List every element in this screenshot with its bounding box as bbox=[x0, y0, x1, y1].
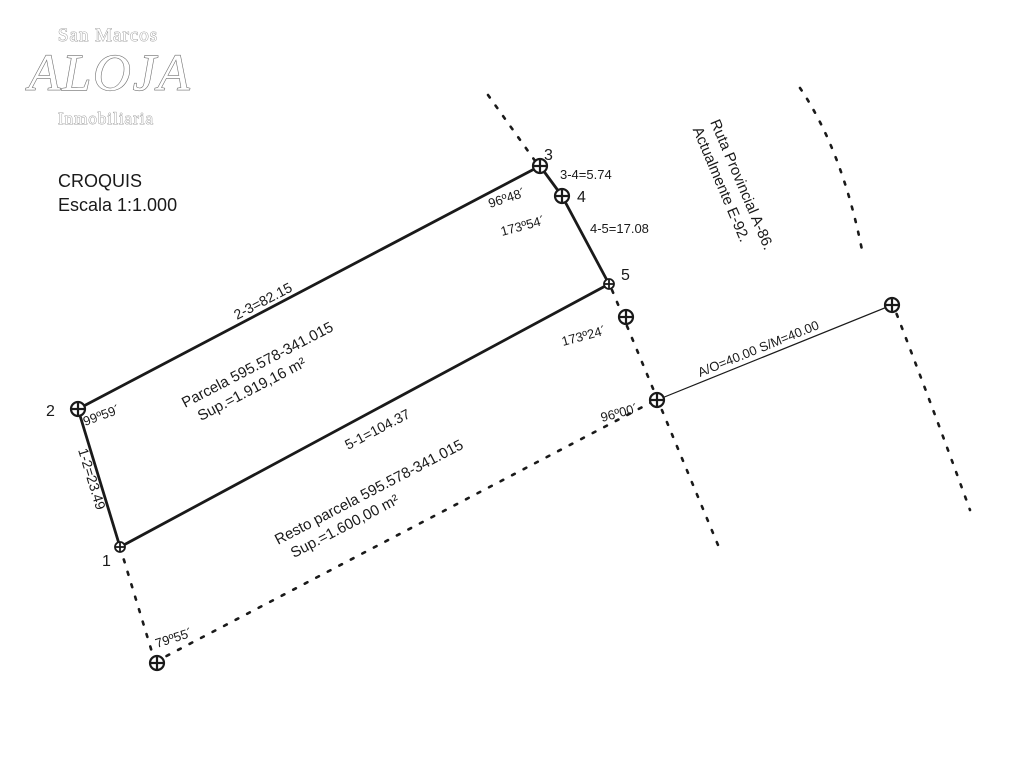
dashed-lines bbox=[118, 86, 972, 664]
logo-main-text: ALOJA bbox=[25, 45, 191, 102]
sketch-title: CROQUIS bbox=[58, 171, 142, 191]
road-name: Ruta Provincial A-86. Actualmente E-92. bbox=[689, 117, 777, 253]
survey-marker-6-icon bbox=[617, 308, 635, 326]
remainder-parcel-info: Resto parcela 595.578-341.015 Sup.=1.600… bbox=[272, 436, 466, 561]
survey-marker-1-icon bbox=[114, 541, 126, 553]
angle-vertex-5: 173º24´ bbox=[560, 323, 608, 349]
road-width-line bbox=[656, 304, 893, 401]
company-logo: San Marcos ALOJA Inmobiliaria bbox=[25, 25, 191, 129]
survey-markers bbox=[69, 157, 901, 672]
logo-top-text: San Marcos bbox=[58, 25, 158, 46]
angle-vertex-4: 173º54´ bbox=[499, 213, 547, 239]
side-length-4-5: 4-5=17.08 bbox=[590, 221, 649, 236]
survey-marker-9-icon bbox=[148, 654, 166, 672]
survey-marker-3-icon bbox=[531, 157, 549, 175]
angle-vertex-3: 96º48´ bbox=[486, 185, 527, 211]
vertex-label-4: 4 bbox=[577, 189, 586, 206]
vertex-label-1: 1 bbox=[102, 553, 111, 570]
dashed-line-road-west-edge bbox=[798, 86, 864, 252]
dashed-line-north-extension bbox=[486, 93, 540, 167]
parcel-polygon bbox=[76, 164, 611, 549]
sketch-scale: Escala 1:1.000 bbox=[58, 195, 177, 215]
vertex-label-2: 2 bbox=[46, 403, 55, 420]
parcel-info: Parcela 595.578-341.015 Sup.=1.919,16 m² bbox=[179, 319, 336, 425]
survey-marker-7-icon bbox=[648, 391, 666, 409]
dashed-line-west-boundary bbox=[118, 545, 157, 664]
road-width-label: A/O=40.00 S/M=40.00 bbox=[696, 317, 822, 379]
angle-south-corner: 79º55´ bbox=[153, 625, 194, 651]
survey-marker-4-icon bbox=[553, 187, 571, 205]
survey-marker-2-icon bbox=[69, 400, 87, 418]
side-length-5-1: 5-1=104.37 bbox=[342, 405, 413, 452]
parcel-name: Parcela 595.578-341.015 bbox=[179, 319, 336, 412]
dashed-line-road-east-edge bbox=[890, 300, 972, 512]
dashed-line-south-boundary bbox=[153, 400, 654, 664]
side-length-1-2: 1-2=23.49 bbox=[75, 446, 109, 512]
vertex-label-3: 3 bbox=[544, 147, 553, 164]
vertex-label-5: 5 bbox=[621, 267, 630, 284]
survey-marker-5-icon bbox=[603, 278, 615, 290]
logo-sub-text: Inmobiliaria bbox=[58, 109, 154, 128]
survey-marker-8-icon bbox=[883, 296, 901, 314]
side-length-3-4: 3-4=5.74 bbox=[560, 167, 612, 182]
angle-road-corner: 96º00´ bbox=[599, 401, 640, 425]
remainder-parcel-name: Resto parcela 595.578-341.015 bbox=[272, 436, 466, 548]
